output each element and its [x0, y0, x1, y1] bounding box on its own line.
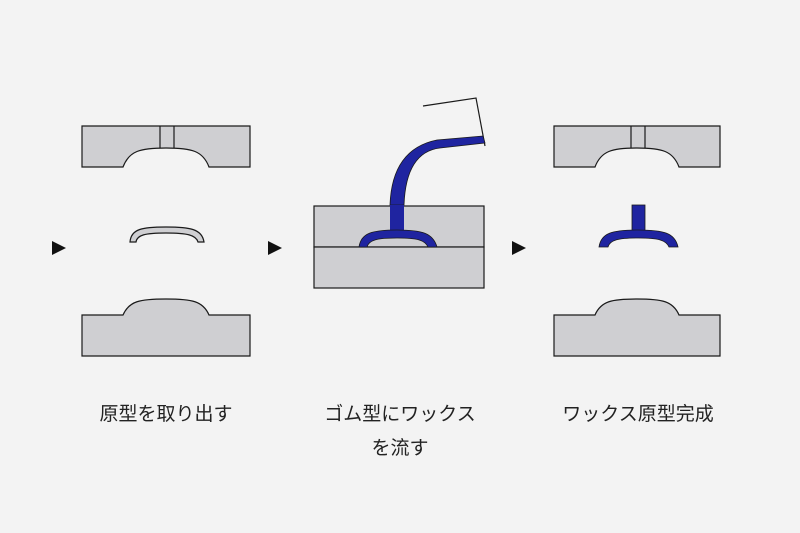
step3-group	[553, 125, 721, 357]
arrow-icon-3	[512, 241, 526, 255]
step2-nozzle-outline	[422, 97, 486, 147]
step3-caption: ワックス原型完成	[518, 397, 758, 431]
step1-group	[81, 125, 251, 357]
step2-caption-line-2: を流す	[371, 437, 429, 459]
step3-wax-model	[598, 229, 679, 248]
step3-wax-sprue	[631, 204, 646, 233]
step1-lower-mold	[81, 298, 251, 357]
step1-caption-line-1: 原型を取り出す	[99, 403, 233, 425]
arrow-icon-2	[268, 241, 282, 255]
step3-caption-line-1: ワックス原型完成	[562, 403, 714, 425]
step2-wax-casting	[358, 229, 438, 248]
step3-lower-mold	[553, 298, 721, 357]
arrow-icon-1	[52, 241, 66, 255]
step1-upper-mold	[81, 125, 251, 168]
step3-upper-mold	[553, 125, 721, 168]
step2-caption-line-1: ゴム型にワックス	[324, 403, 476, 425]
step1-master-model	[129, 226, 205, 243]
step2-wax-sprue	[390, 205, 404, 231]
step2-group	[313, 97, 486, 289]
step2-lower-mold	[313, 246, 485, 289]
step1-caption: 原型を取り出す	[46, 397, 286, 431]
step2-wax-stream	[389, 135, 486, 206]
step2-caption: ゴム型にワックス を流す	[280, 397, 520, 465]
